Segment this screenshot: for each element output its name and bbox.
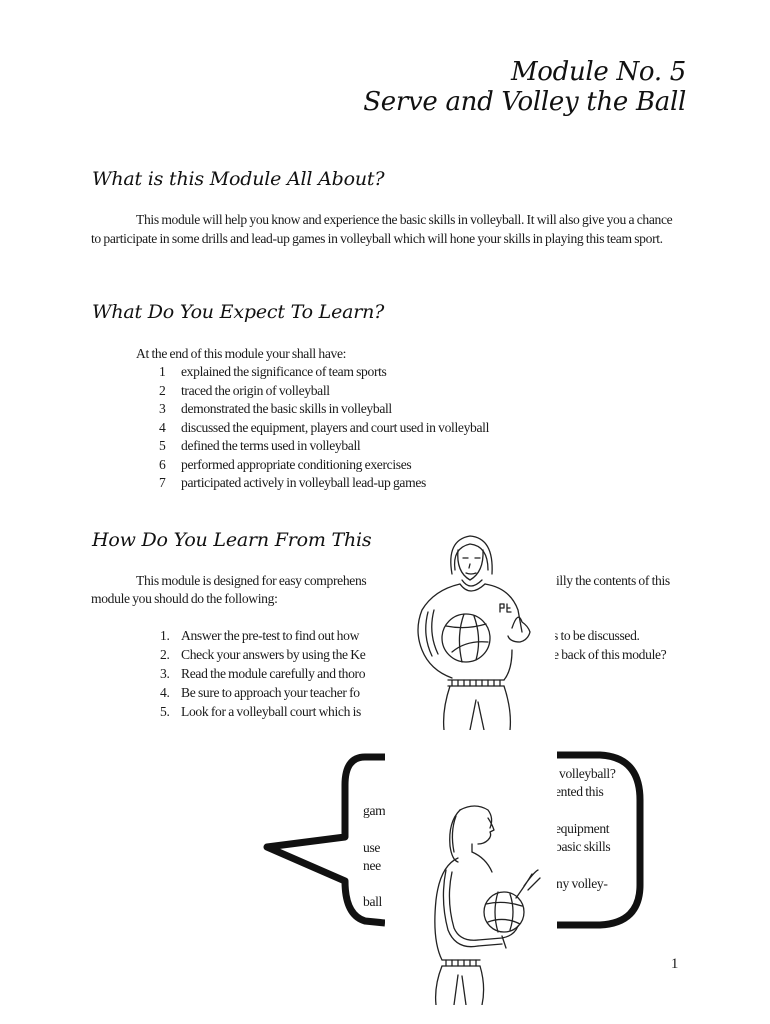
step-number: 4. (160, 685, 170, 700)
bubble-left-fragment: ball (363, 894, 382, 909)
objective-text: defined the terms used in volleyball (181, 438, 361, 453)
step-text: Answer the pre-test to find out how (181, 628, 360, 643)
step-2-continuation: e back of this module? (553, 647, 667, 662)
objective-number: 6 (159, 456, 166, 472)
objective-number: 7 (159, 475, 166, 490)
illustration-2-background (385, 740, 557, 1010)
objective-text: demonstrated the basic skills in volleyb… (181, 401, 392, 416)
objective-text: performed appropriate conditioning exerc… (181, 456, 412, 472)
bubble-left-fragment: nee (363, 858, 381, 873)
objective-number: 1 (159, 364, 166, 379)
bubble-left-fragment: use (363, 840, 381, 855)
objective-text: explained the significance of team sport… (181, 364, 387, 379)
step-number: 5. (160, 704, 170, 719)
bubble-right-fragment: basic skills (555, 839, 611, 854)
step-text: Look for a volleyball court which is (181, 704, 361, 719)
objective-number: 3 (159, 401, 166, 416)
module-number: Module No. 5 (510, 57, 686, 87)
objective-text: traced the origin of volleyball (181, 382, 330, 398)
about-paragraph: This module will help you know and exper… (91, 211, 681, 248)
how-intro-line2: module you should do the following: (91, 591, 278, 606)
volleyball-player-side-icon (434, 805, 541, 1005)
bubble-right-fragment: equipment (555, 821, 610, 836)
bubble-right-fragment: volleyball? (559, 766, 616, 781)
about-paragraph-text: This module will help you know and exper… (91, 212, 673, 246)
objective-number: 2 (159, 382, 166, 398)
heading-how: How Do You Learn From This (92, 529, 372, 551)
how-intro-left: This module is designed for easy compreh… (136, 573, 367, 588)
step-text: Read the module carefully and thoro (181, 666, 366, 681)
how-intro-right: illy the contents of this (556, 573, 670, 588)
volleyball-player-front-icon (417, 535, 531, 730)
bubble-left-fragment: gam (363, 803, 386, 818)
objective-number: 5 (159, 438, 166, 453)
step-text: Check your answers by using the Ke (181, 647, 366, 662)
objectives-intro: At the end of this module your shall hav… (136, 346, 347, 361)
bubble-right-fragment: ny volley- (556, 876, 608, 891)
step-text: Be sure to approach your teacher fo (181, 685, 360, 700)
page-number: 1 (670, 956, 679, 972)
step-number: 1. (160, 628, 170, 643)
objective-text: discussed the equipment, players and cou… (181, 419, 489, 435)
heading-about: What is this Module All About? (92, 168, 385, 190)
illustration-1-background (385, 522, 555, 750)
objective-text: participated actively in volleyball lead… (181, 475, 426, 490)
step-1-continuation: s to be discussed. (553, 628, 640, 643)
step-number: 3. (160, 666, 170, 681)
speech-bubble-outline (263, 751, 644, 929)
module-title: Serve and Volley the Ball (363, 87, 686, 117)
step-number: 2. (160, 647, 170, 662)
objective-number: 4 (159, 419, 166, 435)
bubble-right-fragment: ented this (555, 784, 604, 799)
heading-expect: What Do You Expect To Learn? (92, 301, 385, 323)
